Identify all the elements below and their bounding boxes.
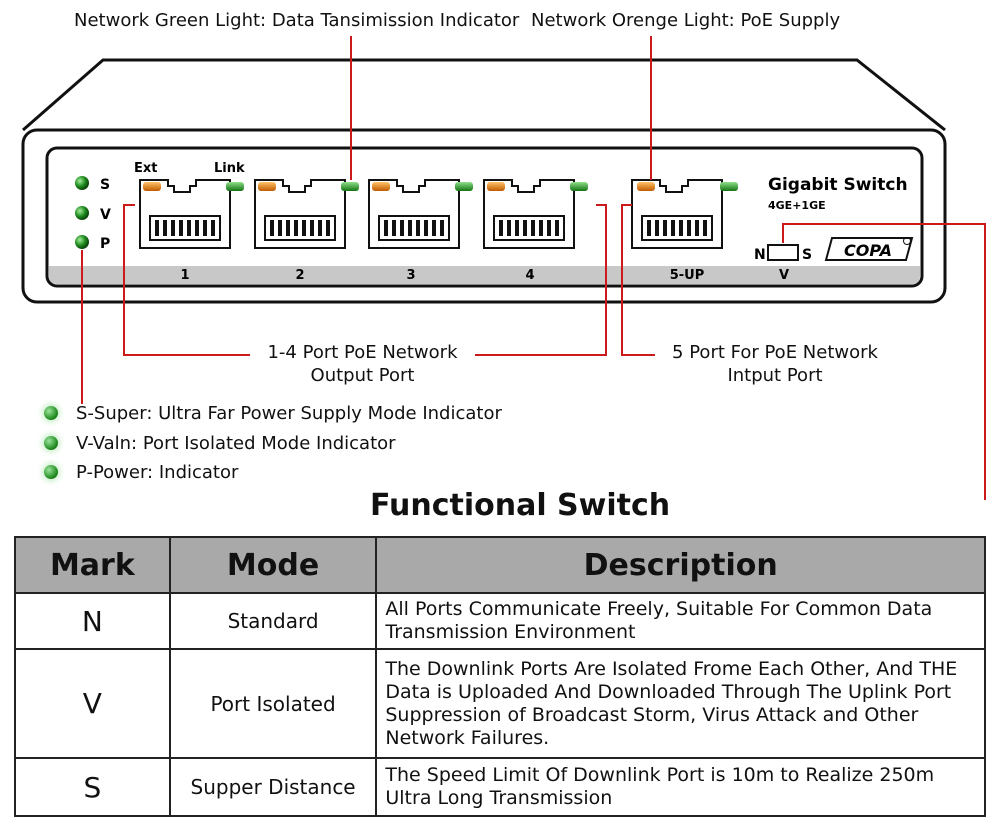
- table-row: V Port Isolated The Downlink Ports Are I…: [14, 648, 986, 759]
- port-1-green-led: [226, 182, 244, 191]
- port-3-green-led: [455, 182, 473, 191]
- brand-title: Gigabit Switch: [768, 175, 908, 195]
- brand-subtitle: 4GE+1GE: [768, 199, 826, 212]
- legend-item-s: S-Super: Ultra Far Power Supply Mode Ind…: [44, 401, 502, 425]
- mode-switch: [767, 244, 799, 261]
- link-label: Link: [214, 161, 245, 176]
- p-indicator-led: [75, 235, 89, 249]
- green-led-icon: [44, 406, 58, 420]
- mode-cell: Port Isolated: [168, 648, 378, 759]
- indicator-label-s: S: [100, 177, 110, 193]
- indicator-label-v: V: [100, 207, 111, 223]
- table-row: S Supper Distance The Speed Limit Of Dow…: [14, 757, 986, 817]
- port-4-orange-led: [487, 182, 505, 191]
- mode-cell: Standard: [168, 592, 378, 650]
- port-4-green-led: [570, 182, 588, 191]
- port-label-3: 3: [406, 268, 415, 283]
- legend-text: P-Power: Indicator: [76, 461, 239, 483]
- port-2-orange-led: [258, 182, 276, 191]
- mark-cell: V: [14, 648, 171, 759]
- description-cell: The Downlink Ports Are Isolated Frome Ea…: [375, 648, 986, 759]
- header-description: Description: [375, 536, 986, 594]
- poe-output-line2: Output Port: [310, 365, 415, 386]
- leader-lines: [81, 36, 986, 500]
- port-2-green-led: [341, 182, 359, 191]
- green-led-icon: [44, 465, 58, 479]
- mode-table: Mark Mode Description N Standard All Por…: [14, 536, 986, 817]
- indicator-label-p: P: [100, 236, 110, 252]
- port-label-4: 4: [525, 268, 534, 283]
- table-header-row: Mark Mode Description: [14, 536, 986, 594]
- port-label-2: 2: [295, 268, 304, 283]
- port-label-5-up: 5-UP: [670, 268, 705, 283]
- switch-label-n: N: [754, 247, 766, 263]
- poe-output-callout: 1-4 Port PoE Network Output Port: [250, 341, 475, 387]
- header-mode: Mode: [168, 536, 378, 594]
- switch-label-v: V: [779, 268, 789, 283]
- poe-input-line1: 5 Port For PoE Network: [672, 342, 878, 363]
- port-3-orange-led: [372, 182, 390, 191]
- description-cell: The Speed Limit Of Downlink Port is 10m …: [375, 757, 986, 817]
- port-label-1: 1: [180, 268, 189, 283]
- mode-cell: Supper Distance: [168, 757, 378, 817]
- mark-cell: S: [14, 757, 171, 817]
- v-indicator-led: [75, 206, 89, 220]
- legend-text: V-Valn: Port Isolated Mode Indicator: [76, 432, 396, 454]
- green-led-icon: [44, 436, 58, 450]
- poe-input-callout: 5 Port For PoE Network Intput Port: [655, 341, 895, 387]
- copa-logo-text: COPA: [844, 241, 892, 260]
- copa-logo: [824, 237, 914, 261]
- functional-switch-title: Functional Switch: [370, 488, 671, 523]
- mark-cell: N: [14, 592, 171, 650]
- port-5-orange-led: [637, 182, 655, 191]
- table-row: N Standard All Ports Communicate Freely,…: [14, 592, 986, 650]
- switch-diagram: S V P Ext Link 1 2 3 4 5-UP V Gigabit Sw…: [21, 36, 986, 500]
- legend-text: S-Super: Ultra Far Power Supply Mode Ind…: [76, 402, 502, 424]
- ext-label: Ext: [134, 161, 157, 176]
- s-indicator-led: [75, 176, 89, 190]
- green-light-callout: Network Green Light: Data Tansimission I…: [74, 10, 520, 31]
- legend-item-v: V-Valn: Port Isolated Mode Indicator: [44, 431, 396, 455]
- legend-item-p: P-Power: Indicator: [44, 460, 238, 484]
- description-cell: All Ports Communicate Freely, Suitable F…: [375, 592, 986, 650]
- orange-light-callout: Network Orenge Light: PoE Supply: [531, 10, 841, 31]
- poe-output-line1: 1-4 Port PoE Network: [267, 342, 458, 363]
- port-1-orange-led: [143, 182, 161, 191]
- switch-label-s: S: [802, 247, 812, 263]
- header-mark: Mark: [14, 536, 171, 594]
- port-5-green-led: [720, 182, 738, 191]
- poe-input-line2: Intput Port: [727, 365, 823, 386]
